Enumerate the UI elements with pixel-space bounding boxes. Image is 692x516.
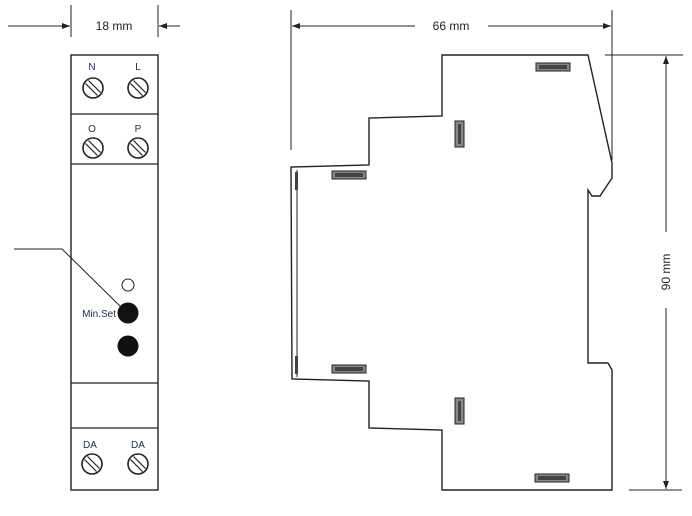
screw-terminal-icon (82, 137, 104, 159)
width-dimension-label: 18 mm (96, 19, 133, 33)
terminal-label-p: P (135, 124, 142, 135)
screw-terminal-icon (127, 453, 149, 475)
side-view: 66 mm 90 mm (290, 10, 683, 491)
terminal-label-da-2: DA (131, 440, 145, 451)
housing-profile (290, 54, 613, 491)
depth-dimension-label: 66 mm (433, 19, 470, 33)
terminal-label-o: O (88, 124, 96, 135)
height-dimension-label: 90 mm (659, 254, 673, 291)
front-view: 18 mm N L O P Min.Set DA DA (8, 5, 180, 491)
terminal-label-l: L (135, 62, 141, 73)
terminal-label-da-1: DA (83, 440, 97, 451)
screw-terminal-icon (81, 453, 103, 475)
height-dimension (605, 54, 683, 491)
depth-dimension (290, 10, 613, 160)
terminal-label-n: N (88, 62, 95, 73)
connector-icon (535, 62, 571, 72)
module-body (70, 54, 159, 491)
connector-icon (331, 364, 367, 374)
connector-icon (331, 170, 367, 180)
connector-icon (454, 397, 465, 425)
connector-icon (534, 473, 570, 483)
front-clip-top (295, 172, 298, 190)
screw-terminal-icon (127, 137, 149, 159)
connector-icon (454, 120, 465, 148)
width-dimension (8, 5, 180, 37)
min-set-button[interactable] (117, 302, 139, 324)
led-indicator (121, 278, 135, 292)
section-dividers (71, 113, 158, 429)
leader-line (14, 248, 123, 309)
front-clip-bottom (295, 356, 298, 374)
secondary-button[interactable] (117, 335, 139, 357)
screw-terminal-icon (82, 77, 104, 99)
min-set-label: Min.Set (82, 309, 116, 320)
screw-terminal-icon (127, 77, 149, 99)
